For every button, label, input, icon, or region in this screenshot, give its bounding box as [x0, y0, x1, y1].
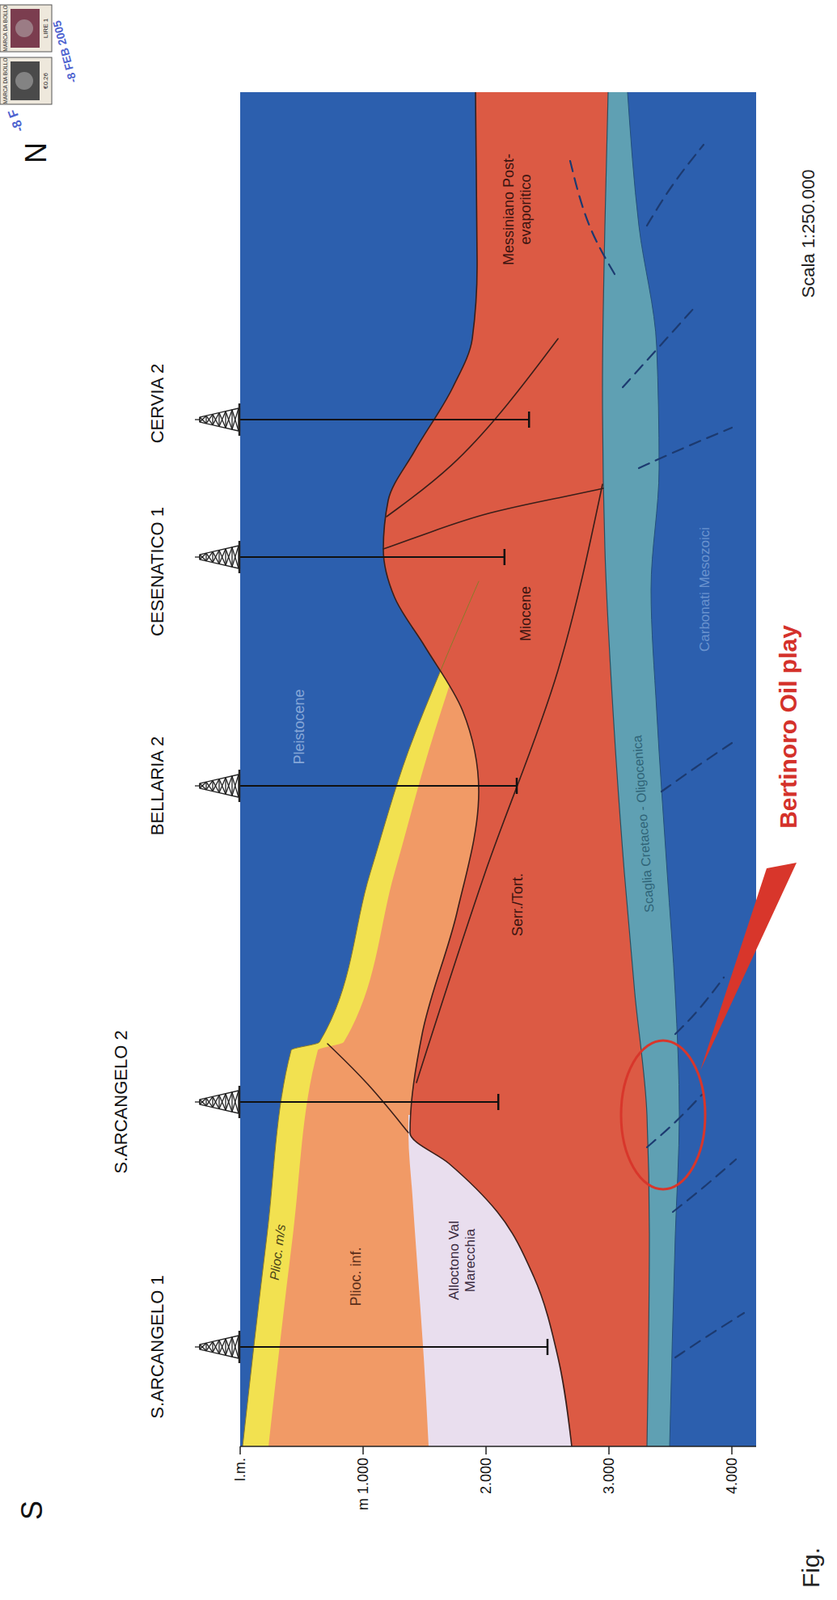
sea-ground	[240, 92, 757, 1447]
boundary-line	[627, 92, 680, 1447]
axis-tick	[731, 1446, 733, 1455]
unit-label: Carbonati Mesozoici	[697, 527, 714, 652]
well-name: BELLARIA 2	[147, 736, 168, 836]
derrick-symbol	[194, 541, 240, 574]
stamp-head	[15, 71, 34, 90]
depth-label: m 1.000	[355, 1458, 372, 1511]
derrick-symbol	[194, 1086, 240, 1119]
date-stamp: -8 F	[4, 106, 27, 134]
axis-tick	[608, 1446, 610, 1455]
unit-label: Plioc. m/s	[267, 1223, 290, 1281]
well	[194, 1331, 548, 1364]
unit-label: Plioc. inf.	[347, 1247, 365, 1307]
boundary-line	[383, 92, 572, 1447]
unit-label: Miocene	[517, 586, 535, 642]
unit-label: Scaglia Cretaceo - Oligocenica	[629, 735, 658, 914]
depth-label: 3.000	[600, 1458, 618, 1495]
callout-pointer	[700, 862, 797, 1071]
derrick-symbol	[194, 1331, 240, 1364]
fault-line	[675, 1313, 744, 1358]
fault-line	[622, 306, 696, 388]
depth-axis	[240, 1446, 757, 1455]
depth-label: 2.000	[477, 1458, 495, 1495]
unit-label: Messiniano Post-evaporitico	[500, 140, 534, 279]
well-bottom	[528, 411, 531, 428]
well-bottom	[546, 1339, 550, 1356]
axis-tick	[485, 1446, 487, 1455]
stamp-text: MARCA DA BOLLO	[2, 4, 9, 51]
carbonate-body	[627, 92, 757, 1447]
unit-label: Alloctono Val Marecchia	[446, 1204, 478, 1318]
revenue-stamps	[0, 4, 52, 105]
well-name: CERVIA 2	[147, 363, 168, 444]
well-bottom	[497, 1094, 500, 1111]
formation-line	[416, 484, 603, 1083]
date-stamp: -8 FEB 2005	[50, 19, 80, 85]
well-name: S.ARCANGELO 1	[147, 1275, 168, 1419]
play-outline	[621, 1040, 706, 1190]
well	[194, 403, 529, 436]
well	[194, 769, 517, 803]
unit-label: Pleistocene	[291, 689, 309, 765]
formation-line	[386, 338, 558, 517]
well	[194, 541, 505, 574]
derrick-symbol	[194, 769, 240, 803]
thrust-line	[383, 488, 604, 550]
stamp-portrait	[10, 61, 40, 101]
well-path	[240, 785, 517, 787]
fault-line	[638, 427, 732, 469]
well-path	[240, 1346, 548, 1349]
scale-label: Scala 1:250.000	[798, 169, 819, 298]
depth-label: 4.000	[723, 1458, 741, 1495]
fault-line	[646, 1094, 702, 1148]
well-path	[240, 556, 505, 558]
axis-tick	[362, 1446, 364, 1455]
axis-tick	[239, 1446, 241, 1455]
well-name: CESENATICO 1	[147, 507, 168, 637]
direction-letter: N	[19, 142, 53, 164]
well-bottom	[503, 549, 507, 566]
well-bottom	[515, 777, 519, 795]
stamp-frame	[0, 57, 52, 105]
fault-line	[672, 1159, 736, 1213]
axis-line	[240, 1445, 757, 1448]
figure-number: Fig.	[797, 1547, 826, 1589]
miocene-body	[383, 92, 757, 1447]
depth-label: l.m.	[232, 1458, 250, 1482]
section-body	[240, 92, 757, 1447]
stamp-text: €0.26	[42, 72, 50, 89]
stamp-text: MARCA DA BOLLO	[2, 57, 9, 104]
scaglia-band	[602, 92, 757, 1447]
stamp-text: LIRE 1	[42, 18, 50, 39]
boundary-line	[242, 581, 479, 1447]
stamp-head	[15, 19, 34, 38]
well-name: S.ARCANGELO 2	[110, 1030, 132, 1174]
thrust-line	[327, 1044, 409, 1133]
fault-line	[661, 743, 732, 792]
derrick-symbol	[194, 403, 240, 436]
direction-letter: S	[15, 1500, 49, 1521]
unit-label: Serr./Tort.	[509, 873, 527, 937]
well-path	[240, 418, 529, 421]
fault-line	[646, 144, 704, 226]
stamp-frame	[0, 4, 52, 52]
stamp-portrait	[10, 8, 40, 48]
callout-label: Bertinoro Oil play	[774, 625, 804, 829]
fault-line	[570, 160, 615, 275]
well	[194, 1086, 499, 1119]
wells	[194, 403, 548, 1364]
well-path	[240, 1101, 499, 1104]
